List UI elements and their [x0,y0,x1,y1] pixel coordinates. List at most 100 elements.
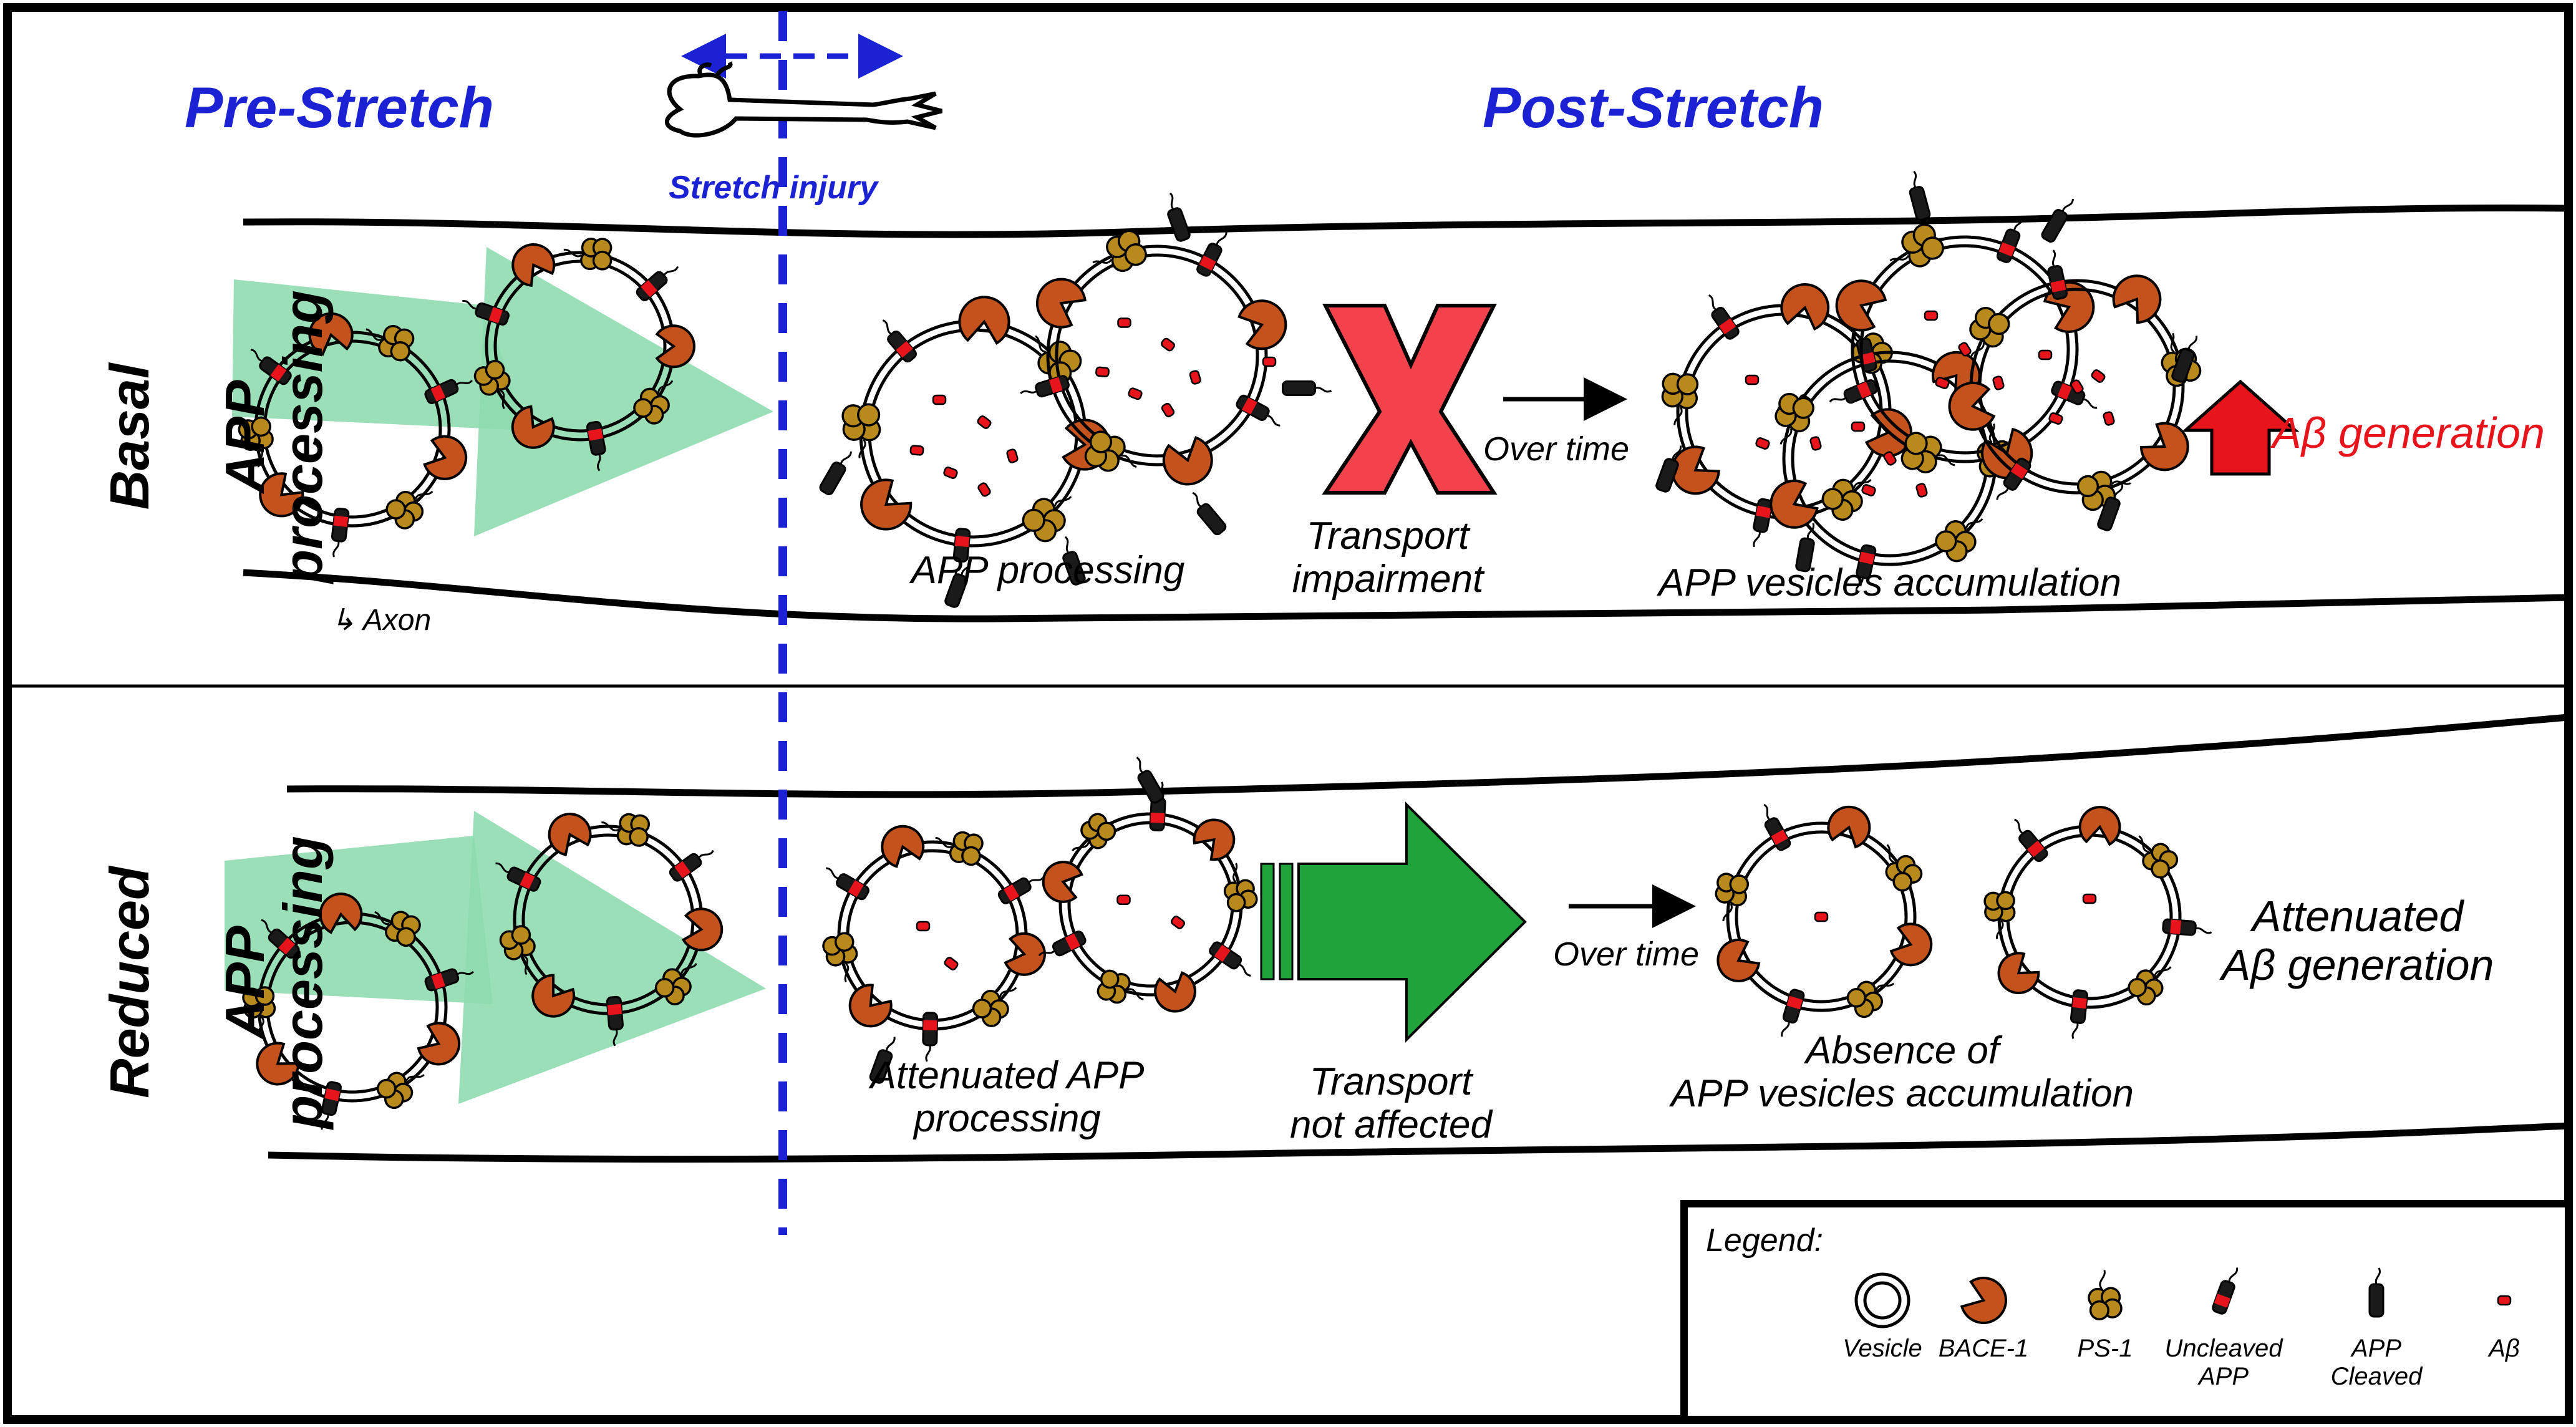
bace1-shape [1004,932,1047,976]
bace1-protein [548,813,592,856]
app-body [2368,1283,2385,1318]
bace1-protein [1042,861,1083,903]
ps1-lobe [1988,312,2010,336]
ps1-protein [1715,873,1750,922]
bace1-protein [681,907,724,952]
app-uncleaved [250,348,292,385]
app-body [2171,348,2195,383]
app-abeta-segment [2072,997,2087,1009]
app-uncleaved [261,919,300,959]
bace1-shape [1780,283,1830,331]
bace1-shape [259,472,304,518]
ps1-tail [1035,335,1047,353]
bace1-shape [881,825,925,868]
abeta-peptide [1117,317,1131,328]
row-label-reduced: Reduced APP processing [44,795,333,1169]
app-tail [1763,803,1771,821]
bace1-shape [423,435,468,480]
ps1-protein [1084,430,1137,472]
ps1-tail [1938,454,1955,467]
abeta-peptide [2038,349,2053,360]
bace1-protein [1780,283,1830,331]
app-tail [697,849,714,859]
app-tail [2228,1267,2239,1282]
reduced-over-time: Over time [1553,936,1700,973]
bace1-protein [655,324,695,369]
abeta-peptide [2497,1295,2512,1306]
bace1-shape [1717,938,1761,982]
app-tail [1238,964,1251,977]
bace1-protein [1889,922,1933,967]
vesicle-cluster [1715,803,1933,1037]
bace1-shape [511,243,556,287]
stretch-injury-label: Stretch injury [669,170,878,206]
app-tail [840,451,852,465]
app-tail [455,379,473,386]
bace1-shape [681,907,724,952]
basal-step2-caption: Transport impairment [1292,515,1484,601]
ps1-lobe [1920,236,1944,260]
ps1-lobe [1124,243,1147,266]
app-cleaved [2097,484,2124,531]
app-abeta-segment [431,972,445,989]
bace1-shape [1035,278,1087,329]
pre-stretch-heading: Pre-Stretch [185,76,494,140]
ps1-tail [2099,1270,2106,1290]
bace1-protein [1770,480,1819,529]
app-cleaved [1192,491,1227,536]
app-abeta-segment [1199,255,1216,271]
app-uncleaved [2051,380,2098,409]
ps1-protein [1022,496,1072,543]
bace1-protein [1162,436,1213,486]
app-body [1137,770,1165,804]
ps1-protein [376,1071,425,1110]
app-tail [1672,445,1682,460]
ps1-tail [1852,478,1872,489]
vesicle-inner [1735,830,1908,1004]
bace1-protein [881,825,925,868]
ps1-protein [822,932,858,983]
app-uncleaved [636,266,679,301]
bace1-protein [1035,278,1087,329]
bace1-protein [259,472,304,518]
app-body [819,462,846,495]
app-tail [1708,294,1717,311]
app-uncleaved [2047,249,2068,300]
bace1-protein [531,974,576,1018]
ps1-tail [1232,863,1238,883]
bace1-protein [848,984,893,1028]
bace1-protein [860,478,913,531]
app-abeta-segment [333,515,349,528]
app-uncleaved [882,319,917,363]
app-abeta-segment [520,872,535,889]
abeta-peptide [1171,916,1185,929]
app-uncleaved [321,1081,342,1130]
app-abeta-segment [1214,944,1231,962]
ps1-protein [1935,518,1983,563]
ps1-protein [1969,306,2010,357]
ps1-protein [1223,863,1258,912]
app-abeta-segment [1756,505,1771,518]
app-body [944,573,968,608]
app-abeta-segment [270,364,287,382]
ps1-lobe [251,416,271,437]
app-uncleaved [1855,544,1877,593]
app-uncleaved [1196,231,1227,277]
legend-icons [1854,1267,2512,1328]
bace1-shape [1948,382,1996,431]
app-tail [462,300,477,310]
legend-item-label: Vesicle [1842,1335,1922,1362]
ps1-tail [366,328,382,341]
app-cleaved [2171,336,2198,383]
app-uncleaved [606,995,624,1047]
app-cleaved [1282,380,1332,396]
app-uncleaved [952,528,971,578]
app-tail [2187,336,2198,351]
bace1-shape [1670,445,1720,495]
ps1-protein [1661,372,1699,425]
vesicle-cluster [822,825,1047,1084]
app-uncleaved [462,300,510,326]
ps1-protein [841,403,881,458]
row-label-reduced-line2: APP processing [214,836,334,1129]
abeta-peptide [1809,436,1822,451]
